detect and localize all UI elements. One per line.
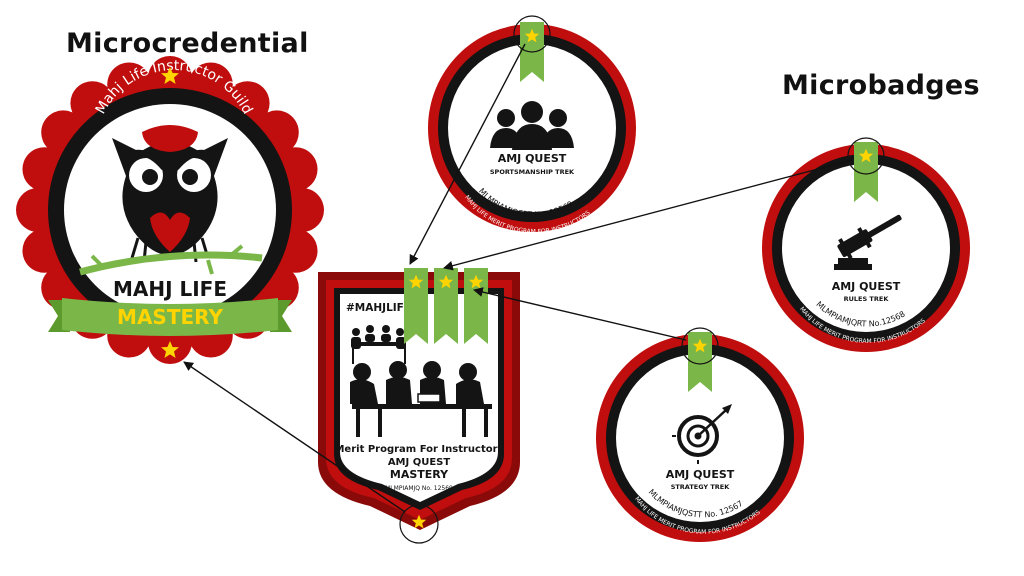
badge-strategy: AMJ QUEST STRATEGY TREK MLMPIAMJQSTT No.… [596, 327, 804, 542]
mastery-ribbon: MASTERY [48, 298, 292, 336]
shield-ribbons [404, 268, 488, 344]
shield-bottom-focus-circle [399, 504, 439, 544]
arrow-sportsmanship-to-shield [409, 43, 526, 265]
arrow-shield-to-microcredential [183, 361, 406, 513]
microbadges-heading: Microbadges [782, 70, 980, 101]
badge-sportsmanship: AMJ QUEST SPORTSMANSHIP TREK MLMPIAMJQSP… [428, 15, 636, 235]
people-group-icon [490, 101, 574, 150]
arrow-strategy-to-shield [473, 287, 687, 341]
owl-icon [112, 125, 228, 263]
ribbon-label: MASTERY [117, 305, 223, 329]
microcredential-heading: Microcredential [66, 28, 309, 59]
shield-quest: AMJ QUEST [388, 457, 451, 468]
branch [79, 251, 263, 276]
shield-hashtag: #MAHJLIFE [346, 302, 411, 314]
target-icon [672, 404, 732, 464]
shield-level: MASTERY [390, 468, 449, 481]
group-at-table-icon [350, 361, 492, 437]
shield-serial: MLMPIAMJQ No. 12569 [385, 485, 453, 492]
microcredential-seal: Mahj Life Instructor Guild MAHJ LIFE MAS… [16, 56, 324, 364]
badge-rules: AMJ QUEST RULES TREK MLMPIAMJQRT No.1256… [762, 137, 970, 352]
connector-arrows [183, 43, 853, 513]
arrow-rules-to-shield [443, 159, 853, 271]
badge-quest: AMJ QUEST [498, 152, 567, 165]
badge-quest: AMJ QUEST [832, 280, 901, 293]
shield-program: Merit Program For Instructors [334, 444, 503, 455]
badge-quest: AMJ QUEST [666, 468, 735, 481]
badge-trek: RULES TREK [844, 295, 890, 303]
seal-title: MAHJ LIFE [113, 277, 227, 301]
badge-trek: STRATEGY TREK [671, 483, 731, 491]
small-group-icon [351, 325, 406, 364]
badge-trek: SPORTSMANSHIP TREK [490, 168, 575, 176]
gavel-icon [834, 214, 902, 270]
mastery-shield: #MAHJLIFE Merit Program For Instructors … [318, 268, 520, 544]
